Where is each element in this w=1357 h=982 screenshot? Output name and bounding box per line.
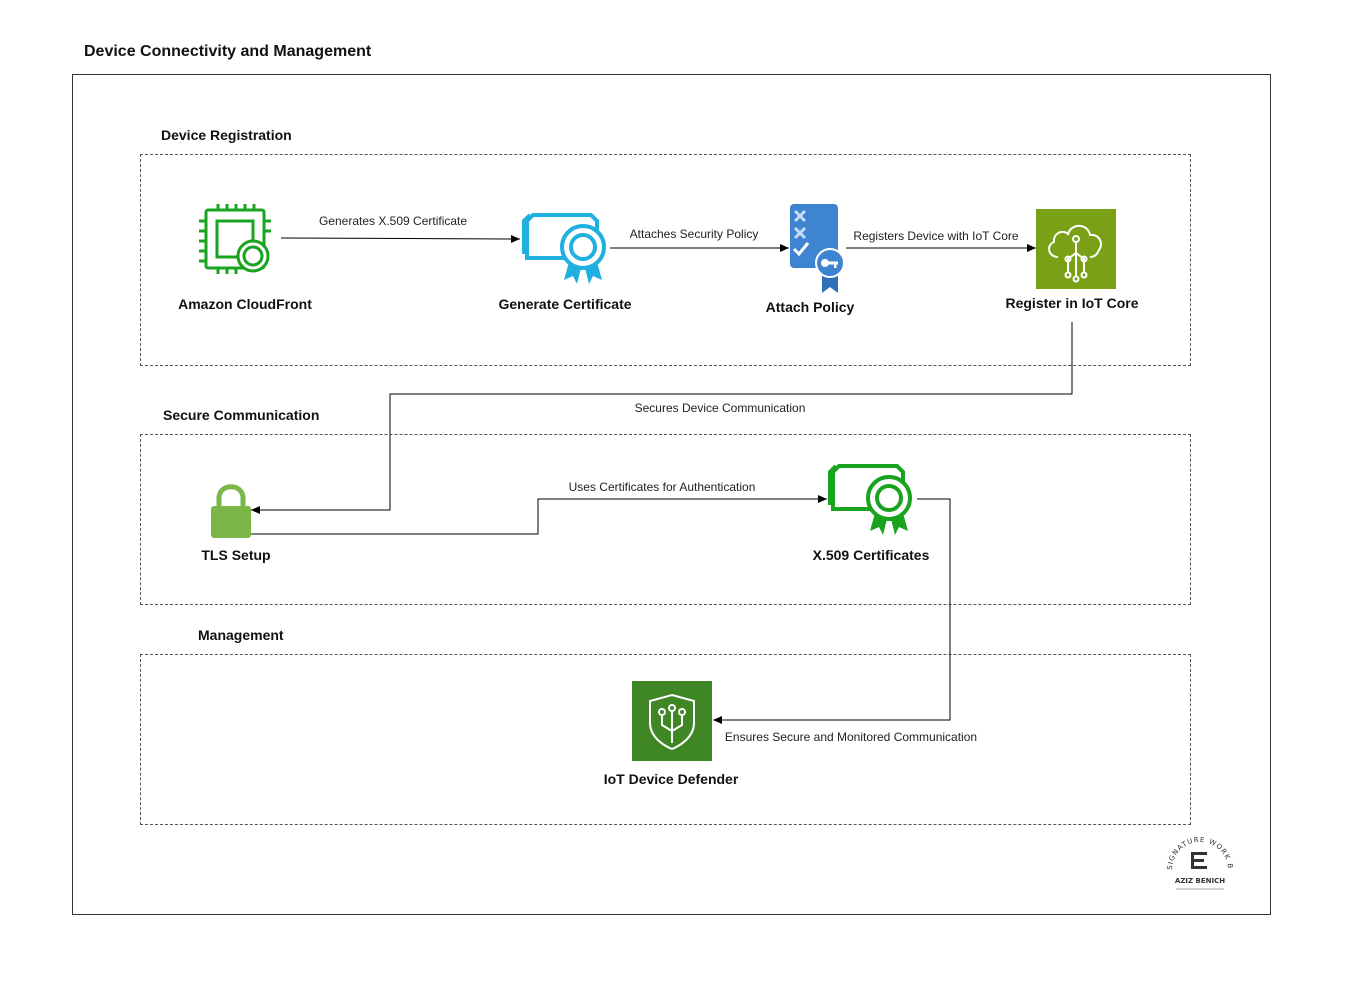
diagram-title: Device Connectivity and Management (84, 43, 372, 60)
node-iot-device-defender[interactable] (632, 681, 712, 761)
node-label-generate-certificate: Generate Certificate (498, 296, 632, 312)
group-label-management: Management (198, 627, 284, 643)
group-management (140, 654, 1191, 825)
group-device-registration (140, 154, 1191, 366)
group-label-secure: Secure Communication (163, 407, 320, 423)
node-label-register-iot-core: Register in IoT Core (1005, 295, 1139, 311)
node-label-tls-setup: TLS Setup (201, 547, 271, 563)
node-register-iot-core[interactable] (1036, 209, 1116, 289)
edge-iotcore-to-tls (251, 322, 1073, 514)
group-label-registration: Device Registration (161, 127, 292, 143)
svg-text:AZIZ BENICH: AZIZ BENICH (1175, 877, 1225, 885)
node-attach-policy[interactable] (788, 203, 848, 295)
node-label-x509-certificates: X.509 Certificates (812, 547, 930, 563)
signature-watermark: SIGNATURE WORK BY AZIZ BENICH (1160, 830, 1236, 903)
edge-x509-to-defender (713, 498, 951, 724)
edge-label-registers-device: Registers Device with IoT Core (853, 229, 1019, 243)
node-label-cloudfront: Amazon CloudFront (178, 296, 312, 312)
edge-tls-to-x509 (250, 495, 827, 535)
iot-core-cloud-icon (1036, 209, 1116, 289)
node-x509-certificates[interactable] (827, 461, 917, 536)
chip-icon (199, 204, 271, 274)
edge-label-generates-cert: Generates X.509 Certificate (318, 214, 468, 228)
group-secure-communication (140, 434, 1191, 605)
policy-key-icon (790, 204, 845, 293)
outer-frame (72, 74, 1271, 915)
node-label-attach-policy: Attach Policy (765, 299, 855, 315)
node-label-iot-device-defender: IoT Device Defender (603, 771, 739, 787)
lock-icon (211, 484, 251, 538)
edge-label-attaches-policy: Attaches Security Policy (629, 227, 759, 241)
edge-label-ensures-secure: Ensures Secure and Monitored Communicati… (724, 730, 978, 744)
certificate-icon (828, 464, 912, 535)
signature-logo: SIGNATURE WORK BY AZIZ BENICH (1160, 830, 1233, 890)
shield-circuit-icon (632, 681, 712, 761)
node-tls-setup[interactable] (210, 484, 252, 539)
edge-label-secures-communication: Secures Device Communication (634, 401, 806, 415)
edge-label-uses-certificates: Uses Certificates for Authentication (568, 480, 756, 494)
edge-cloudfront-to-generate (280, 234, 521, 243)
node-generate-certificate[interactable] (521, 210, 611, 285)
certificate-icon (522, 213, 606, 284)
node-cloudfront[interactable] (198, 203, 274, 275)
